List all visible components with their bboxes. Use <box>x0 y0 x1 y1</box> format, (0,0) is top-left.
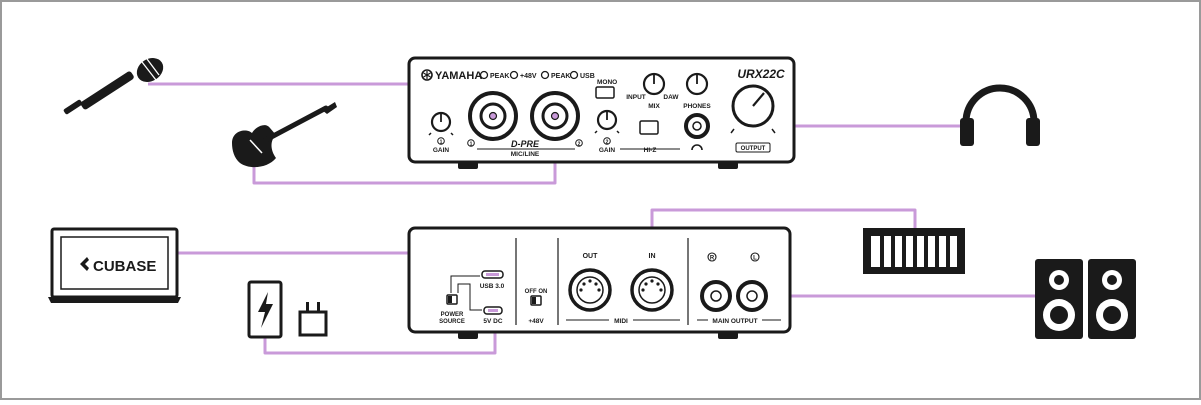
hiz-switch[interactable] <box>639 120 659 135</box>
rear-phantom-label: +48V <box>528 318 544 325</box>
front-foot-left <box>458 162 478 169</box>
main-output-r-jack[interactable] <box>700 280 732 312</box>
mono-switch[interactable] <box>595 86 615 99</box>
midi-in-port[interactable] <box>630 268 674 312</box>
mix-knob[interactable] <box>642 72 666 96</box>
yamaha-logo-icon <box>421 69 433 81</box>
phones-jack[interactable] <box>684 113 710 139</box>
laptop-cubase-label: CUBASE <box>93 258 156 275</box>
gain2-label: GAIN <box>599 147 616 154</box>
headphones-icon <box>960 84 1040 146</box>
midi-out-label: OUT <box>583 253 599 260</box>
model-label: URX22C <box>737 67 785 81</box>
power-cable <box>263 318 497 355</box>
preamp-sub-label: MIC/LINE <box>511 151 540 158</box>
power-source-label-2: SOURCE <box>439 319 465 325</box>
mono-label: MONO <box>597 79 617 86</box>
rear-panel: USB 3.0 5V DC POWER SOURCE OFF ON +48V O… <box>407 226 792 339</box>
peak-led-1 <box>479 70 489 80</box>
input-label: INPUT <box>626 94 646 101</box>
l-label: L <box>753 256 757 262</box>
midi-out-port[interactable] <box>568 268 612 312</box>
peak-led-2 <box>540 70 550 80</box>
ch1-number: 1 <box>470 142 473 148</box>
main-output-label: MAIN OUTPUT <box>712 318 757 325</box>
usb-label: USB <box>580 73 595 80</box>
mix-label: MIX <box>648 103 660 110</box>
usb-port-label: USB 3.0 <box>480 283 505 290</box>
gain1-label: GAIN <box>433 147 450 154</box>
midi-in-label: IN <box>649 253 656 260</box>
power-bank-icon <box>247 280 283 339</box>
midi-label: MIDI <box>614 318 628 325</box>
phones-label: PHONES <box>683 103 711 110</box>
output-label: OUTPUT <box>741 146 766 152</box>
daw-label: DAW <box>663 94 679 101</box>
phantom-led <box>509 70 519 80</box>
headphone-symbol-icon <box>691 144 703 151</box>
monitor-speakers-icon <box>1035 259 1136 339</box>
ch2-number: 2 <box>578 142 581 148</box>
gain-knob-1[interactable] <box>428 111 454 136</box>
rear-foot-right <box>718 332 738 339</box>
front-panel: YAMAHA URX22C PEAK +48V PEAK USB <box>407 56 796 169</box>
combo-jack-2[interactable] <box>530 91 580 141</box>
dc-port-label: 5V DC <box>483 318 502 325</box>
r-label: R <box>710 256 715 262</box>
cubase-logo-icon <box>80 257 89 271</box>
rear-foot-left <box>458 332 478 339</box>
gain2-number: 2 <box>606 140 609 146</box>
output-knob[interactable] <box>730 84 776 134</box>
hiz-label: HI-Z <box>644 147 657 154</box>
preamp-name: D-PRE <box>511 139 540 149</box>
gain-knob-2[interactable] <box>594 109 620 134</box>
midi-keyboard-icon <box>863 228 965 274</box>
output-label-box <box>735 142 771 153</box>
microphone-icon <box>63 58 164 115</box>
power-source-label-1: POWER <box>441 312 464 318</box>
off-on-label: OFF ON <box>525 289 548 295</box>
usb-led <box>569 70 579 80</box>
combo-jack-1[interactable] <box>468 91 518 141</box>
peak-label-2: PEAK <box>551 73 570 80</box>
front-foot-right <box>718 162 738 169</box>
phones-knob[interactable] <box>685 72 709 96</box>
phantom-label: +48V <box>520 73 537 80</box>
electric-guitar-icon <box>232 102 337 168</box>
main-output-l-jack[interactable] <box>736 280 768 312</box>
peak-label-1: PEAK <box>490 73 509 80</box>
power-adapter-icon <box>298 302 328 337</box>
gain1-number: 1 <box>440 140 443 146</box>
brand-label: YAMAHA <box>435 70 482 82</box>
laptop: CUBASE <box>48 227 181 303</box>
